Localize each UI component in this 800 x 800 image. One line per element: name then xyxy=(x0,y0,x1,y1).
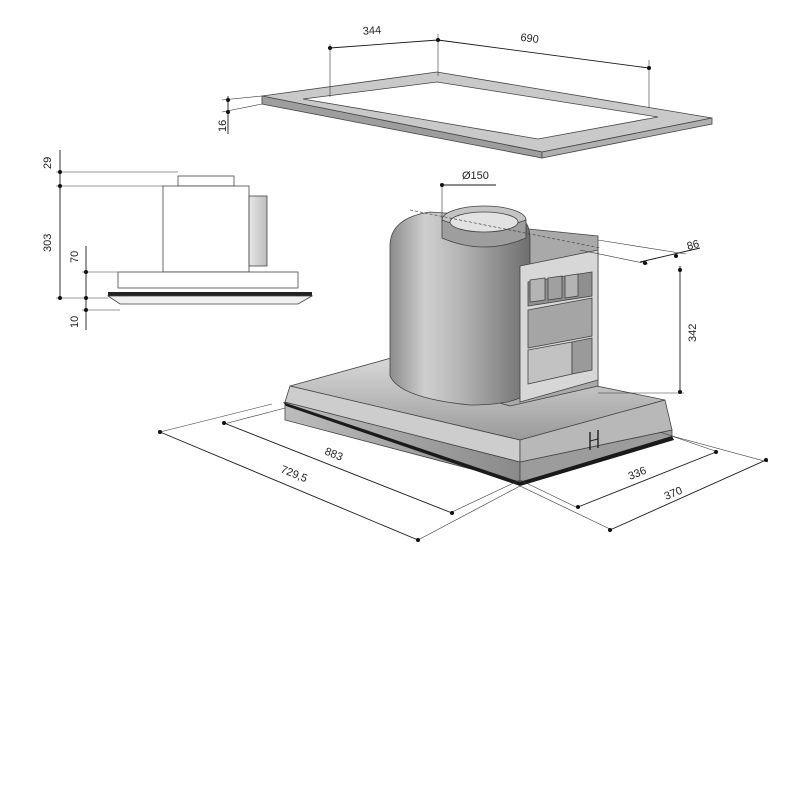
dim-motor-offset: 86 xyxy=(686,238,701,253)
dim-duct-diameter: Ø150 xyxy=(462,170,489,182)
dim-frame-depth: 690 xyxy=(520,32,540,46)
motor-component-blocks xyxy=(527,271,593,385)
hood-base-upper-right xyxy=(519,399,673,463)
dim-width-outer: 883 xyxy=(323,446,345,464)
side-top-flange xyxy=(177,175,235,187)
duct-collar-opening xyxy=(449,211,519,233)
side-connector xyxy=(248,195,268,267)
duct-dimension: Ø150 xyxy=(409,170,601,249)
dim-frame-width: 344 xyxy=(362,24,381,37)
hood-isometric xyxy=(283,205,674,486)
dim-motor-height: 342 xyxy=(687,324,699,342)
control-symbol-icon xyxy=(589,430,599,450)
side-view: 29 303 70 10 xyxy=(42,150,314,330)
dim-width-inner: 729,5 xyxy=(279,464,309,485)
frame-right-edge xyxy=(541,117,713,159)
hood-bottom-trim xyxy=(283,402,674,486)
motor-dimensions: 86 342 xyxy=(579,238,701,394)
top-frame xyxy=(261,71,713,159)
side-base xyxy=(117,271,299,289)
dim-frame-thickness: 16 xyxy=(217,120,229,132)
side-motor-body xyxy=(162,185,250,273)
dim-depth-outer: 370 xyxy=(663,485,685,503)
dim-side-top: 29 xyxy=(42,157,54,169)
side-bottom-plate xyxy=(108,292,312,296)
dim-side-bottom: 10 xyxy=(69,316,81,328)
dim-side-base: 70 xyxy=(69,251,81,263)
side-bottom-lip xyxy=(106,295,314,305)
dim-side-height: 303 xyxy=(42,234,54,252)
frame-inner-opening xyxy=(302,81,659,140)
frame-dimensions: 344 690 16 xyxy=(217,24,651,134)
